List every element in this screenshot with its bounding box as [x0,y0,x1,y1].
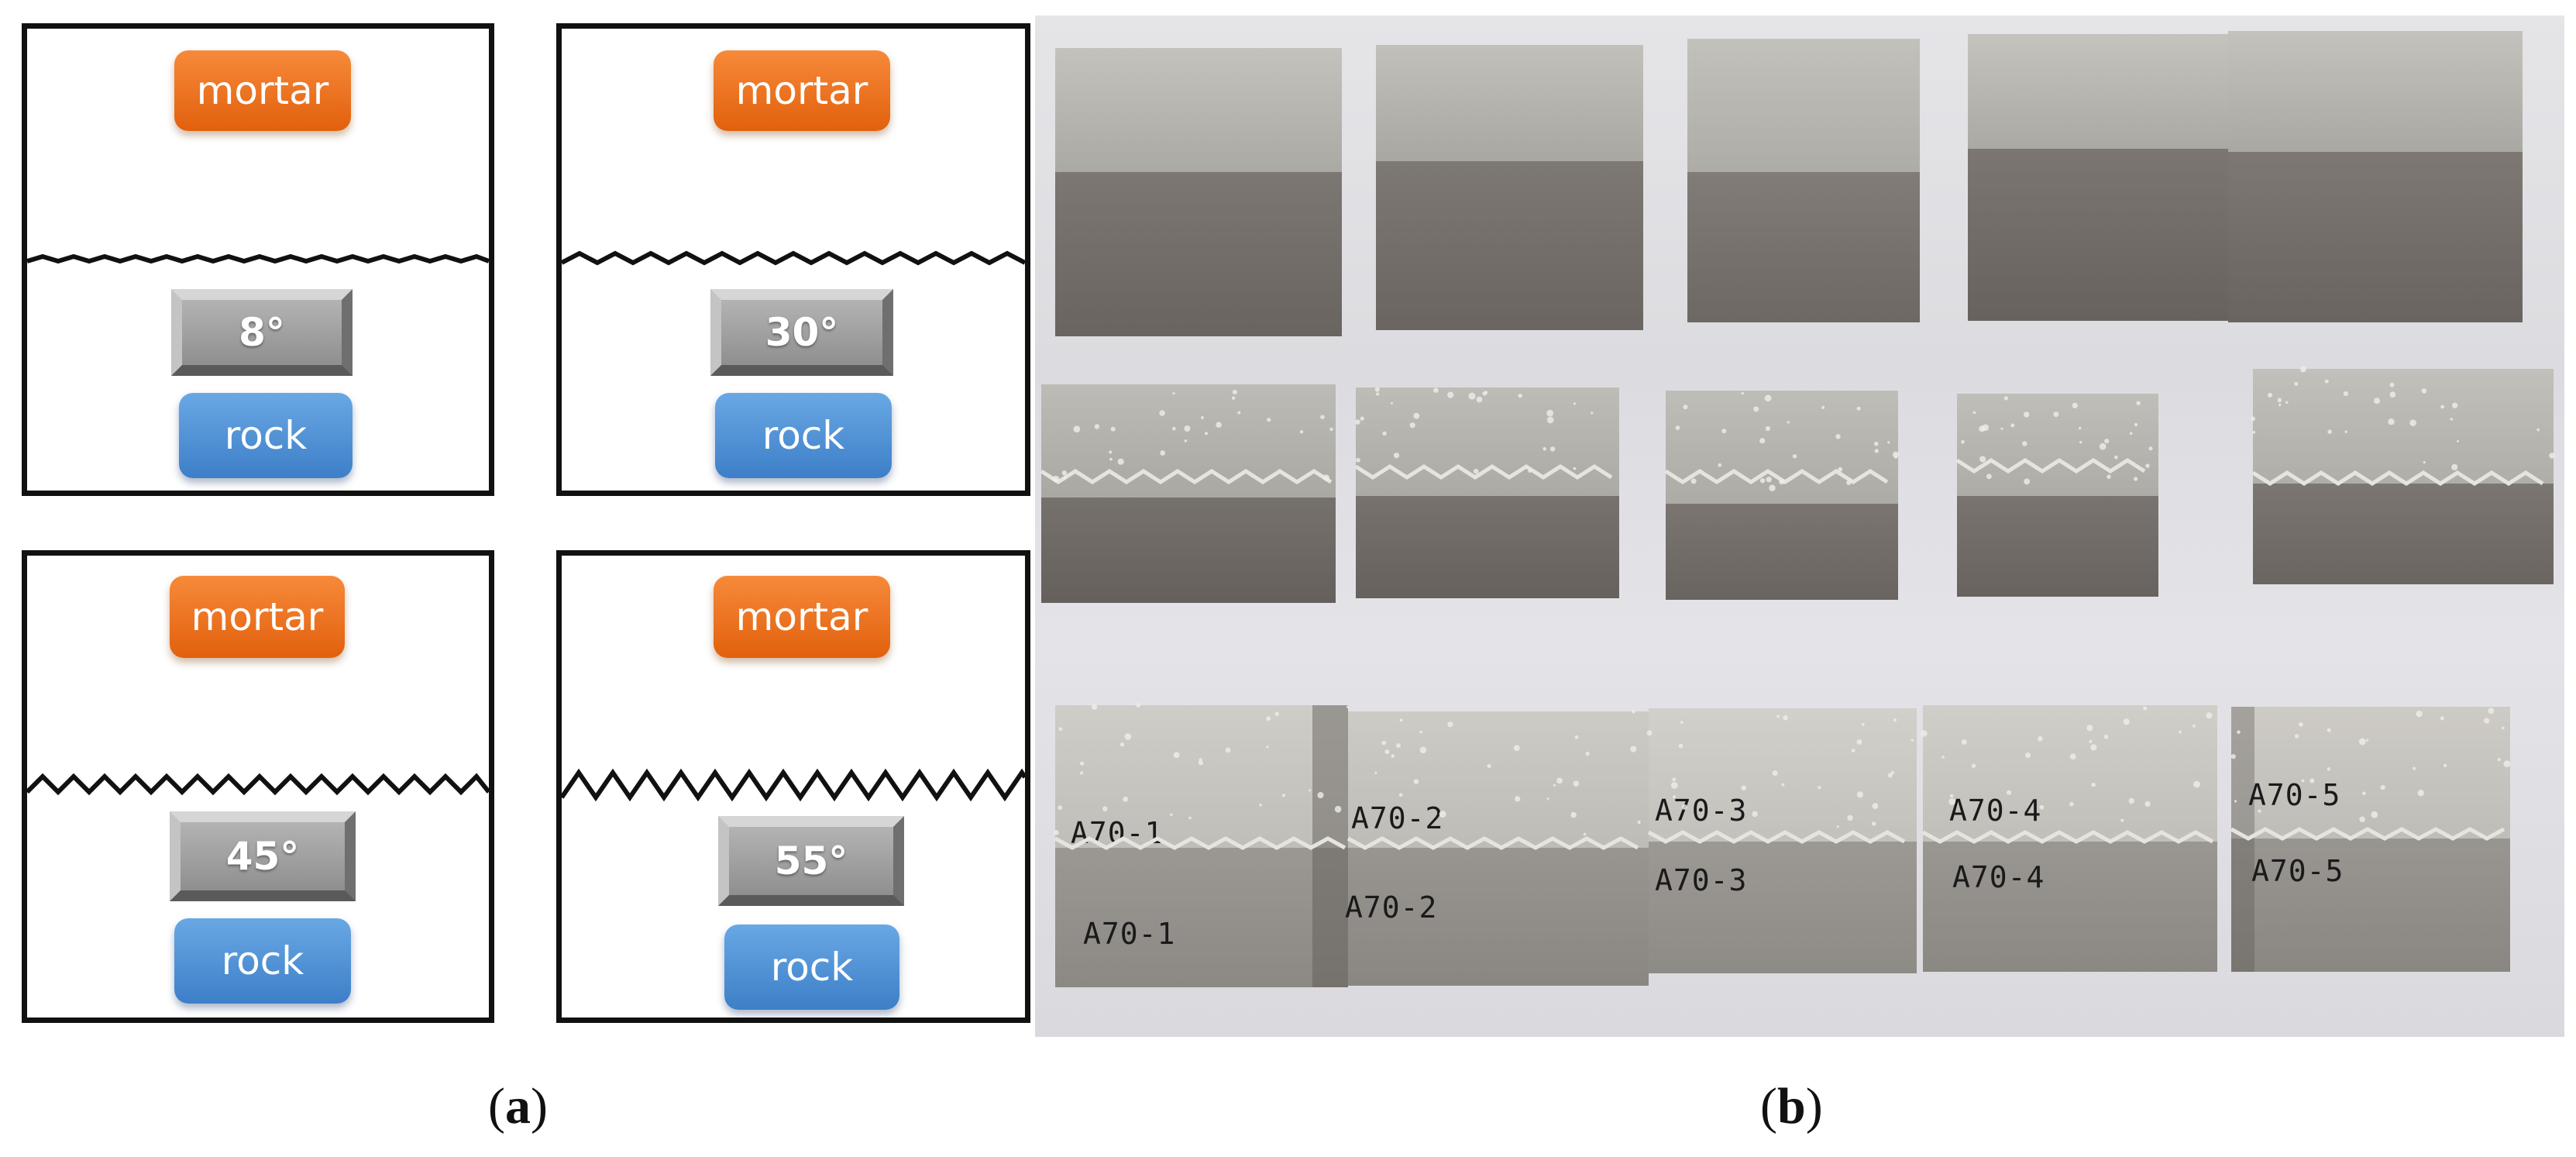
specimen-photograph: A70-1 A70-1 A70-2 A70-2 A70-3 A70-3 A70-… [1035,15,2564,1037]
rock-mortar-interface-line [27,253,489,264]
diagram-box-55deg: mortar 55° rock [556,550,1030,1023]
mortar-layer [1055,48,1342,172]
specimen-label: A70-2 [1351,801,1444,835]
rock-layer [1376,161,1643,330]
mortar-layer [2253,369,2554,484]
specimen-block [1968,34,2230,321]
mortar-layer [1041,384,1336,498]
rock-layer [1055,172,1342,336]
caption-a-letter: a [504,1078,531,1135]
specimen-block [1957,394,2158,597]
mortar-label: mortar [174,50,351,131]
mortar-layer [2231,707,2510,838]
rock-label: rock [724,925,899,1010]
specimen-block [2228,31,2523,322]
rock-layer [1666,504,1898,600]
mortar-layer [1687,39,1920,172]
angle-label: 30° [710,289,893,376]
specimen-label: A70-3 [1655,794,1748,828]
angle-label: 45° [170,811,356,901]
caption-a: (a) [488,1078,548,1135]
specimen-label: A70-3 [1655,863,1748,897]
mortar-layer [1649,708,1917,842]
rock-layer [1957,496,2158,597]
rock-layer [2253,484,2554,584]
mortar-layer [1348,711,1649,848]
rock-mortar-interface-line [27,773,489,796]
specimen-block [1348,711,1649,986]
specimen-label: A70-5 [2251,854,2344,888]
rock-label: rock [174,918,351,1004]
diagram-box-30deg: mortar 30° rock [556,23,1030,496]
specimen-block [1649,708,1917,973]
rock-mortar-interface-line [562,768,1025,802]
mortar-label: mortar [714,576,890,658]
rock-layer [1968,149,2230,321]
mortar-layer [1968,34,2230,149]
angle-label: 55° [718,816,904,906]
specimen-label: A70-1 [1071,816,1164,850]
mortar-label: mortar [170,576,345,658]
mortar-layer [2228,31,2523,152]
rock-mortar-interface-line [562,250,1025,266]
diagram-box-45deg: mortar 45° rock [22,550,494,1023]
rock-layer [1041,498,1336,603]
specimen-block [1376,45,1643,330]
rock-layer [1923,842,2217,972]
specimen-block [1687,39,1920,322]
rock-layer [1649,842,1917,973]
caption-b-letter: b [1776,1078,1806,1135]
rock-layer [1687,172,1920,322]
specimen-side-face [2231,707,2254,972]
specimen-block [1666,391,1898,600]
specimen-block [1055,48,1342,336]
specimen-label: A70-2 [1345,890,1438,925]
specimen-block [1356,387,1619,598]
mortar-layer [1666,391,1898,504]
photo-row-2 [1035,369,2564,635]
rock-layer [2228,152,2523,322]
mortar-layer [1957,394,2158,496]
rock-layer [1356,496,1619,598]
photo-row-1 [1035,15,2564,369]
specimen-label: A70-4 [1949,794,2042,828]
rock-layer [1348,848,1649,986]
specimen-block [1923,705,2217,972]
rock-layer [2231,838,2510,972]
mortar-layer [1376,45,1643,161]
rock-layer [1055,848,1348,987]
specimen-label: A70-1 [1083,917,1176,951]
caption-b: (b) [1760,1078,1823,1135]
specimen-block [2253,369,2554,584]
mortar-layer [1055,705,1348,848]
mortar-layer [1923,705,2217,842]
angle-label: 8° [171,289,353,376]
diagram-box-8deg: mortar 8° rock [22,23,494,496]
specimen-block [2231,707,2510,972]
rock-label: rock [179,393,353,478]
photo-row-3: A70-1 A70-1 A70-2 A70-2 A70-3 A70-3 A70-… [1035,635,2564,1037]
specimen-label: A70-5 [2248,778,2341,812]
specimen-block [1041,384,1336,603]
specimen-side-face [1312,705,1348,987]
mortar-label: mortar [714,50,890,131]
rock-label: rock [715,393,892,478]
mortar-layer [1356,387,1619,496]
specimen-label: A70-4 [1952,860,2045,894]
